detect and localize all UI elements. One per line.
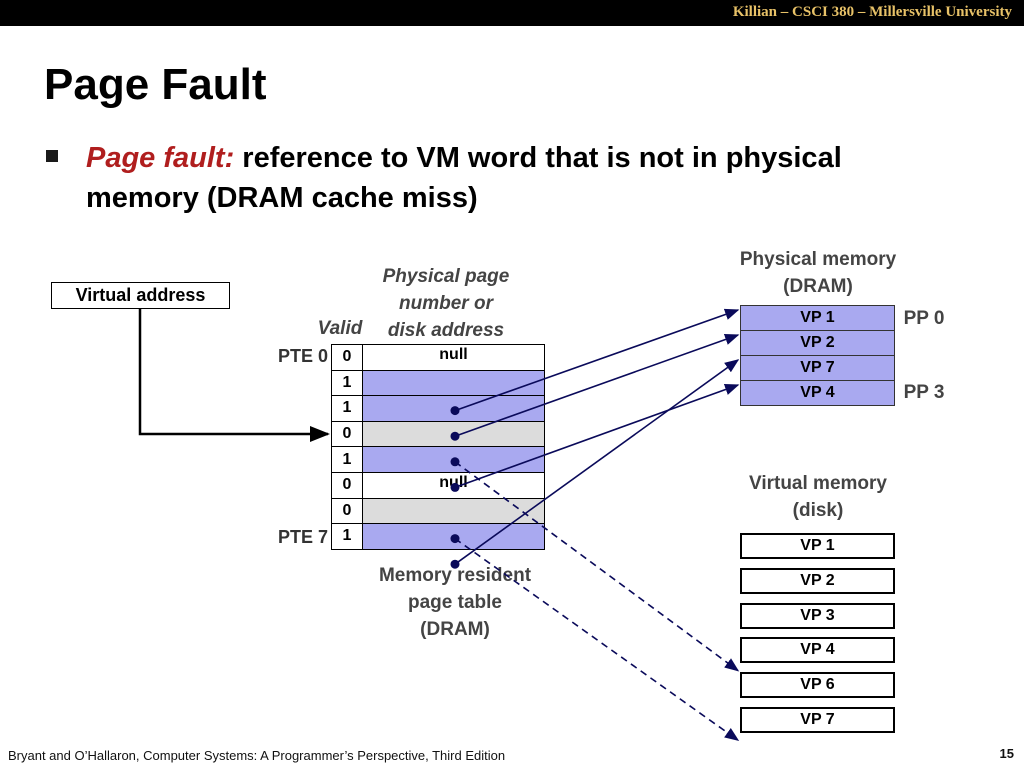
page-table-caption-line-2: page table [408, 592, 502, 613]
pte-address-2 [362, 395, 545, 422]
bullet-square-icon [46, 150, 58, 162]
page-table-caption-line-1: Memory resident [378, 565, 532, 586]
disk-page-2: VP 3 [740, 602, 895, 629]
citation: Bryant and O’Hallaron, Computer Systems:… [8, 748, 506, 763]
address-column-header: Physical page number or disk address [368, 263, 524, 344]
pte-7-label: PTE 7 [277, 527, 328, 547]
physical-memory-title-line-2: (DRAM) [783, 276, 853, 297]
pte-address-3 [362, 420, 545, 448]
valid-bit-7: 1 [331, 523, 363, 550]
valid-bit-6: 0 [331, 497, 363, 525]
pte-address-1 [362, 369, 545, 397]
valid-column-header: Valid [317, 318, 363, 339]
physical-page-1: VP 2 [740, 330, 895, 356]
physical-page-2: VP 7 [740, 355, 895, 381]
pte-address-4 [362, 446, 545, 473]
valid-bit-1: 1 [331, 369, 363, 397]
physical-page-0: VP 1 [740, 305, 895, 331]
slide-title: Page Fault [44, 60, 267, 109]
pte-address-6 [362, 497, 545, 525]
virtual-memory-title: Virtual memory (disk) [724, 470, 912, 524]
definition-text: reference to VM word that is not in phys… [86, 142, 842, 214]
definition-term: Page fault: [86, 142, 235, 174]
disk-page-0: VP 1 [740, 533, 895, 559]
valid-bit-0: 0 [331, 344, 363, 371]
pte-0-label: PTE 0 [277, 346, 328, 366]
pp-0-label: PP 0 [903, 308, 945, 329]
pte-address-0: null [362, 344, 545, 371]
address-header-line-1: Physical page [382, 266, 510, 287]
page-table-caption: Memory resident page table (DRAM) [354, 562, 556, 643]
page-number: 15 [999, 746, 1014, 761]
disk-page-1: VP 2 [740, 567, 895, 594]
virtual-memory-title-line-1: Virtual memory [749, 473, 887, 494]
pte-address-7 [362, 523, 545, 550]
address-header-line-3: disk address [387, 320, 505, 341]
disk-page-5: VP 7 [740, 707, 895, 733]
valid-bit-2: 1 [331, 395, 363, 422]
valid-bit-3: 0 [331, 420, 363, 448]
pp-3-label: PP 3 [903, 382, 945, 403]
address-header-line-2: number or [399, 293, 493, 314]
valid-bit-5: 0 [331, 472, 363, 499]
physical-memory-title-line-1: Physical memory [739, 249, 897, 270]
page-table-caption-line-3: (DRAM) [420, 619, 490, 640]
physical-page-3: VP 4 [740, 380, 895, 406]
disk-page-4: VP 6 [740, 672, 895, 699]
virtual-memory-title-line-2: (disk) [792, 500, 844, 521]
pte-address-5: null [362, 472, 545, 499]
physical-memory-title: Physical memory (DRAM) [718, 246, 918, 300]
header-bar: Killian – CSCI 380 – Millersville Univer… [0, 0, 1024, 26]
course-header: Killian – CSCI 380 – Millersville Univer… [732, 4, 1012, 20]
valid-bit-4: 1 [331, 446, 363, 473]
disk-page-3: VP 4 [740, 637, 895, 664]
virtual-address-box: Virtual address [51, 282, 230, 309]
definition-bullet: Page fault: reference to VM word that is… [86, 138, 946, 218]
